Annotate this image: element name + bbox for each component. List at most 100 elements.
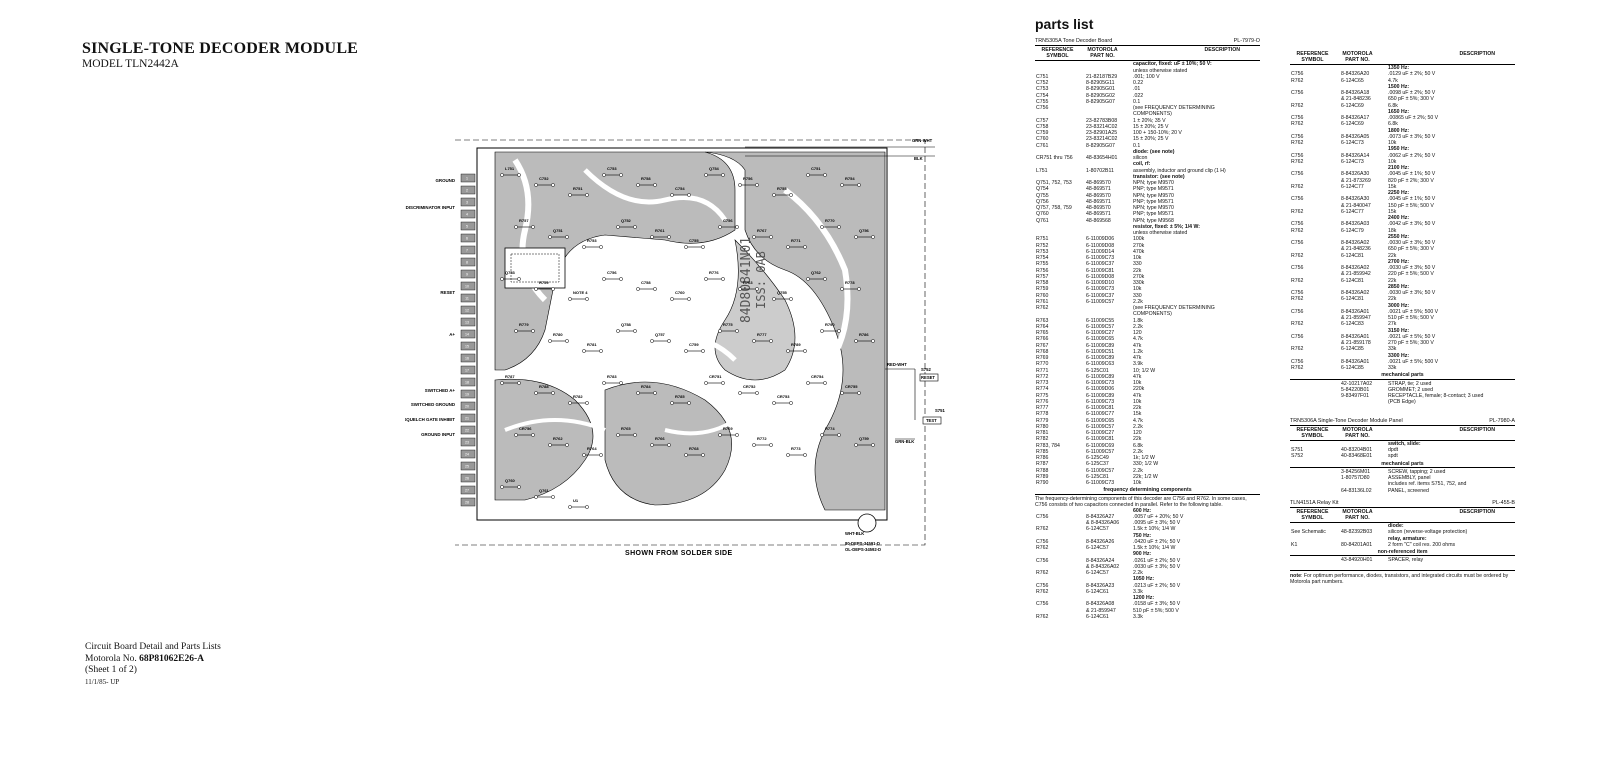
ref-symbol: R762 bbox=[1036, 526, 1049, 533]
description: PNP; type M9571 bbox=[1133, 211, 1174, 218]
ref-symbol: C756 bbox=[1291, 358, 1304, 365]
ref-symbol: C756 bbox=[1291, 171, 1304, 178]
description: NPN; type M9570 bbox=[1133, 180, 1174, 186]
parts-list-column-1: TRN5305A Tone Decoder Board PL-7979-O RE… bbox=[1035, 38, 1260, 620]
ref-symbol: R757 bbox=[1036, 273, 1049, 280]
description: 10k bbox=[1133, 398, 1142, 405]
connector-label: SQUELCH GATE INHIBIT bbox=[405, 417, 455, 422]
component-label: R751 bbox=[573, 186, 583, 191]
description: 3300 Hz: bbox=[1388, 352, 1410, 359]
ref-symbol: C759 bbox=[1036, 130, 1049, 136]
part-number: 8-84326A17 bbox=[1341, 115, 1370, 121]
part-number: 9-83497F01 bbox=[1341, 393, 1369, 399]
table-header: REFERENCE SYMBOL MOTOROLA PART NO. DESCR… bbox=[1035, 46, 1260, 62]
ref-symbol: R765 bbox=[1036, 330, 1049, 336]
component-label: C755 bbox=[689, 238, 699, 243]
description: 6.8k bbox=[1388, 121, 1398, 128]
part-number: 48-82392B03 bbox=[1341, 529, 1373, 536]
part-number: 3-84256M01 bbox=[1341, 468, 1371, 475]
table-row: COMPONENTS) bbox=[1035, 311, 1260, 317]
trace bbox=[664, 418, 737, 436]
solder-pad bbox=[687, 401, 691, 405]
component-label: Q755 bbox=[777, 290, 788, 295]
description: 270 pF ± 5%; 300 V bbox=[1388, 340, 1434, 346]
ref-symbol: R756 bbox=[1036, 267, 1049, 274]
component-label: Q757 bbox=[655, 332, 666, 337]
description: 10k bbox=[1388, 140, 1397, 146]
section-title: mechanical parts bbox=[1290, 461, 1515, 468]
component-label: R764 bbox=[587, 446, 597, 451]
solder-pad bbox=[738, 287, 742, 291]
part-number: 6-11009C63 bbox=[1086, 361, 1115, 368]
component-label: R778 bbox=[845, 280, 855, 285]
component-label: R783 bbox=[607, 374, 617, 379]
ref-symbol: K1 bbox=[1291, 541, 1298, 548]
sheet-number: (Sheet 1 of 2) bbox=[85, 665, 137, 675]
board-drawing-number: OL-DEPS-34592-D bbox=[845, 547, 881, 552]
ref-symbol: S751 bbox=[1291, 447, 1304, 453]
description: 6.8k bbox=[1388, 102, 1398, 109]
part-number: 8-84326A01 bbox=[1341, 308, 1370, 315]
ref-symbol: R763 bbox=[1036, 317, 1049, 324]
part-number: 6-11009C57 bbox=[1086, 298, 1115, 305]
description: 47k bbox=[1133, 373, 1142, 380]
trace bbox=[783, 187, 851, 372]
solder-pad bbox=[823, 173, 827, 177]
solder-pad bbox=[755, 391, 759, 395]
description: .0057 uF + 20%; 50 V bbox=[1133, 513, 1184, 520]
solder-pad bbox=[633, 433, 637, 437]
part-number: 6-11009C77 bbox=[1086, 411, 1115, 418]
solder-pad bbox=[803, 453, 807, 457]
solder-pad bbox=[568, 505, 572, 509]
part-number: 6-11009C37 bbox=[1086, 292, 1115, 299]
description: 270k bbox=[1133, 242, 1145, 249]
ref-symbol: R752 bbox=[1036, 242, 1049, 249]
solder-pad bbox=[565, 443, 569, 447]
part-number: 1-80757D80 bbox=[1341, 475, 1370, 481]
ref-symbol: R762 bbox=[1291, 77, 1304, 84]
ref-symbol: C756 bbox=[1291, 196, 1304, 203]
ref-symbol: C756 bbox=[1291, 308, 1304, 315]
description: .0095 uF ± 3%; 50 V bbox=[1133, 520, 1181, 526]
solder-pad bbox=[551, 391, 555, 395]
component-label: R768 bbox=[689, 446, 699, 451]
description: 330 bbox=[1133, 292, 1142, 299]
description: 33k bbox=[1388, 365, 1397, 371]
description: 22k bbox=[1133, 267, 1142, 274]
description: (PCB Edge) bbox=[1388, 399, 1416, 406]
solder-pad bbox=[806, 173, 810, 177]
part-number: 6-11009C55 bbox=[1086, 317, 1115, 324]
connector-pad bbox=[460, 185, 476, 195]
ref-symbol: R776 bbox=[1036, 398, 1049, 405]
description: 0.1 bbox=[1133, 98, 1141, 105]
ref-symbol: C756 bbox=[1036, 601, 1049, 608]
pin-number: 25 bbox=[465, 465, 469, 469]
solder-pad bbox=[636, 287, 640, 291]
table-row: 1800 Hz: bbox=[1290, 128, 1515, 134]
ref-symbol: R769 bbox=[1036, 355, 1049, 361]
ref-symbol: C756 bbox=[1291, 240, 1304, 246]
description: 15k bbox=[1388, 183, 1397, 190]
solder-pad bbox=[602, 173, 606, 177]
board-outline-dashed bbox=[455, 139, 926, 546]
table-row: 2400 Hz: bbox=[1290, 215, 1515, 221]
description: switch, slide: bbox=[1388, 440, 1421, 447]
description: 220 pF ± 5%; 500 V bbox=[1388, 271, 1434, 278]
part-number: 8-84326A24 bbox=[1086, 557, 1115, 564]
